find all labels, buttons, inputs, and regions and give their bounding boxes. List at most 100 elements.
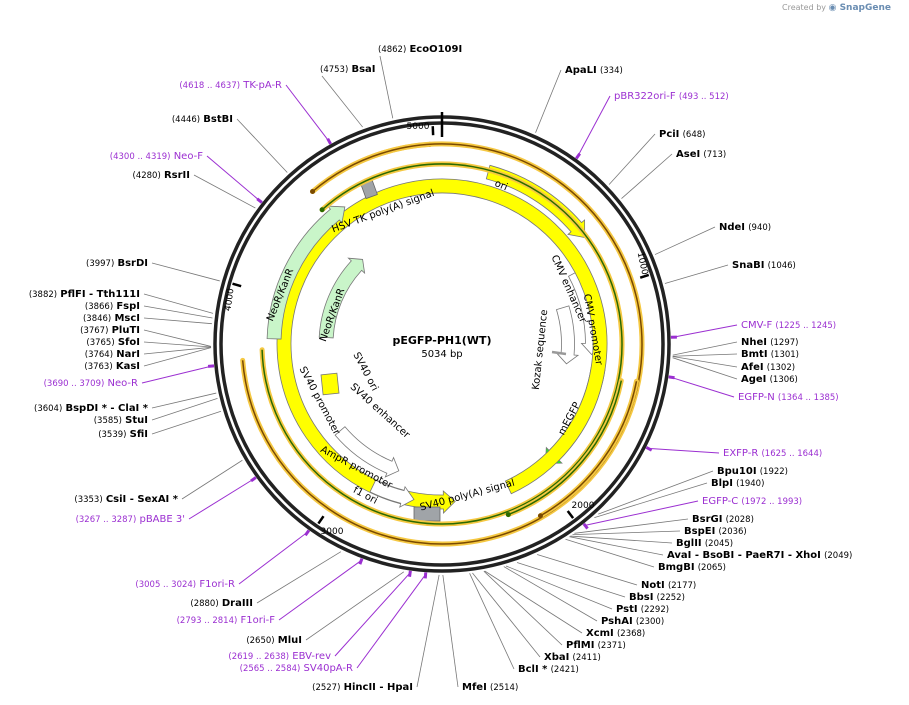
primer-label-exfp-r[interactable]: EXFP-R (1625 .. 1644) xyxy=(723,448,822,459)
primer-label-tk-pa-r[interactable]: (4618 .. 4637) TK-pA-R xyxy=(179,80,282,91)
neor-kanr-outer-arrow[interactable] xyxy=(266,205,346,340)
enzyme-position: (3997) xyxy=(86,259,114,269)
cmv-promoter-arrow[interactable] xyxy=(555,305,580,365)
primer-leader-tk-pa-r xyxy=(285,84,331,143)
enzyme-label-pflmi[interactable]: PflMI (2371) xyxy=(566,640,626,651)
enzyme-position: (3882) xyxy=(29,290,57,300)
enzyme-label-nari[interactable]: (3764) NarI xyxy=(85,349,140,360)
sv40-promoter-arrow[interactable] xyxy=(334,426,400,478)
primer-leader-ebv-rev xyxy=(334,572,411,657)
enzyme-label-hincii-hpai[interactable]: (2527) HincII - HpaI xyxy=(312,682,413,693)
orf-right-inner-arc[interactable] xyxy=(508,380,623,516)
primer-label-egfp-c[interactable]: EGFP-C (1972 .. 1993) xyxy=(702,496,802,507)
primer-leader-egfp-n xyxy=(670,376,735,398)
orf-right-arc[interactable] xyxy=(540,381,638,517)
enzyme-position: (1940) xyxy=(736,479,764,489)
ori-arrow[interactable] xyxy=(485,164,586,239)
enzyme-label-ecoo109i[interactable]: (4862) EcoO109I xyxy=(378,44,462,55)
enzyme-leader-apali xyxy=(535,69,562,133)
enzyme-label-bsai[interactable]: (4753) BsaI xyxy=(320,64,376,75)
primer-label-egfp-n[interactable]: EGFP-N (1364 .. 1385) xyxy=(738,392,839,403)
enzyme-label-msci[interactable]: (3846) MscI xyxy=(83,313,140,324)
primer-label-cmv-f[interactable]: CMV-F (1225 .. 1245) xyxy=(741,320,836,331)
enzyme-label-rsrii[interactable]: (4280) RsrII xyxy=(133,170,190,181)
enzyme-leader-blpi xyxy=(594,482,708,519)
enzyme-label-draiii[interactable]: (2880) DraIII xyxy=(190,598,253,609)
primer-label-pbr322ori-f[interactable]: pBR322ori-F (493 .. 512) xyxy=(614,91,729,102)
primer-site-marker xyxy=(304,529,311,537)
enzyme-label-bglii[interactable]: BglII (2045) xyxy=(676,538,733,549)
enzyme-position: (2028) xyxy=(726,515,754,525)
enzyme-label-bspdi-clai[interactable]: (3604) BspDI * - ClaI * xyxy=(34,403,149,414)
sv40-ori-block[interactable] xyxy=(320,372,340,396)
enzyme-label-xbai[interactable]: XbaI (2411) xyxy=(544,652,601,663)
primer-label-f1ori-f[interactable]: (2793 .. 2814) F1ori-F xyxy=(177,615,276,626)
enzyme-label-kasi[interactable]: (3763) KasI xyxy=(84,361,140,372)
enzyme-label-mlui[interactable]: (2650) MluI xyxy=(246,635,302,646)
primer-label-neo-r[interactable]: (3690 .. 3709) Neo-R xyxy=(44,378,138,389)
tick-mark xyxy=(317,515,325,525)
enzyme-name: BsrDI xyxy=(117,258,148,269)
enzyme-name: NarI xyxy=(116,349,140,360)
enzyme-label-pshai[interactable]: PshAI (2300) xyxy=(601,616,664,627)
orf-left-inner-arc[interactable] xyxy=(261,163,623,525)
enzyme-leader-pflmi xyxy=(483,570,563,646)
enzyme-label-snabi[interactable]: SnaBI (1046) xyxy=(732,260,796,271)
enzyme-name: PflMI xyxy=(566,640,594,651)
primer-label-pbabe-3[interactable]: (3267 .. 3287) pBABE 3' xyxy=(76,514,185,525)
enzyme-position: (2065) xyxy=(698,563,726,573)
enzyme-label-agei[interactable]: AgeI (1306) xyxy=(741,374,798,385)
enzyme-name: EcoO109I xyxy=(409,44,462,55)
enzyme-label-bmti[interactable]: BmtI (1301) xyxy=(741,349,799,360)
f1-ori-arrow[interactable] xyxy=(276,178,608,514)
enzyme-label-mfei[interactable]: MfeI (2514) xyxy=(462,682,518,693)
primer-leader-egfp-c xyxy=(584,500,699,526)
enzyme-label-afei[interactable]: AfeI (1302) xyxy=(741,362,795,373)
enzyme-label-bmgbi[interactable]: BmgBI (2065) xyxy=(658,562,726,573)
enzyme-label-psti[interactable]: PstI (2292) xyxy=(616,604,669,615)
neor-kanr-inner-arrow[interactable] xyxy=(318,257,366,339)
enzyme-label-blpi[interactable]: BlpI (1940) xyxy=(711,478,764,489)
enzyme-label-bpu10i[interactable]: Bpu10I (1922) xyxy=(717,466,788,477)
enzyme-label-fspi[interactable]: (3866) FspI xyxy=(85,301,140,312)
enzyme-label-apali[interactable]: ApaLI (334) xyxy=(565,65,623,76)
primer-label-ebv-rev[interactable]: (2619 .. 2638) EBV-rev xyxy=(228,651,331,662)
ampr-promoter-arrow[interactable] xyxy=(369,479,415,508)
enzyme-label-bstbi[interactable]: (4446) BstBI xyxy=(172,114,233,125)
enzyme-label-ndei[interactable]: NdeI (940) xyxy=(719,222,771,233)
enzyme-leader-mfei xyxy=(442,574,459,688)
enzyme-name: FspI xyxy=(116,301,140,312)
primer-leader-f1ori-f xyxy=(278,560,362,621)
enzyme-label-bspei[interactable]: BspEI (2036) xyxy=(684,526,747,537)
tick-mark xyxy=(232,282,242,288)
enzyme-label-csii-sexai[interactable]: (3353) CsiI - SexAI * xyxy=(74,494,178,505)
enzyme-position: (2421) xyxy=(551,665,579,675)
enzyme-label-bbsi[interactable]: BbsI (2252) xyxy=(629,592,685,603)
enzyme-label-pflfi-tth111i[interactable]: (3882) PflFI - Tth111I xyxy=(29,289,140,300)
enzyme-label-sfii[interactable]: (3539) SfiI xyxy=(98,429,148,440)
enzyme-label-sfoi[interactable]: (3765) SfoI xyxy=(86,337,140,348)
enzyme-label-bcli[interactable]: BclI * (2421) xyxy=(518,664,579,675)
enzyme-label-asei[interactable]: AseI (713) xyxy=(676,149,726,160)
enzyme-name: AfeI xyxy=(741,362,764,373)
enzyme-name: CsiI - SexAI * xyxy=(106,494,179,505)
enzyme-label-pcii[interactable]: PciI (648) xyxy=(659,129,705,140)
primer-label-neo-f[interactable]: (4300 .. 4319) Neo-F xyxy=(110,151,203,162)
enzyme-label-pluti[interactable]: (3767) PluTI xyxy=(80,325,140,336)
site-labels: (4862) EcoO109I(4753) BsaI (4446) BstBI (4… xyxy=(29,44,853,693)
enzyme-label-xcmi[interactable]: XcmI (2368) xyxy=(586,628,645,639)
enzyme-label-bsrgi[interactable]: BsrGI (2028) xyxy=(692,514,754,525)
primer-site-marker xyxy=(358,558,364,565)
enzyme-label-bsrdi[interactable]: (3997) BsrDI xyxy=(86,258,148,269)
enzyme-name: BstBI xyxy=(203,114,233,125)
primer-label-sv40pa-r[interactable]: (2565 .. 2584) SV40pA-R xyxy=(240,663,353,674)
enzyme-name: SnaBI xyxy=(732,260,764,271)
enzyme-name: KasI xyxy=(116,361,140,372)
enzyme-label-noti[interactable]: NotI (2177) xyxy=(641,580,696,591)
primer-label-f1ori-r[interactable]: (3005 .. 3024) F1ori-R xyxy=(135,579,235,590)
enzyme-label-nhei[interactable]: NheI (1297) xyxy=(741,337,798,348)
primer-site-marker xyxy=(250,476,257,483)
enzyme-label-stui[interactable]: (3585) StuI xyxy=(94,415,148,426)
enzyme-label-avai-bsobi-paer7i-xhoi[interactable]: AvaI - BsoBI - PaeR7I - XhoI (2049) xyxy=(667,550,852,561)
